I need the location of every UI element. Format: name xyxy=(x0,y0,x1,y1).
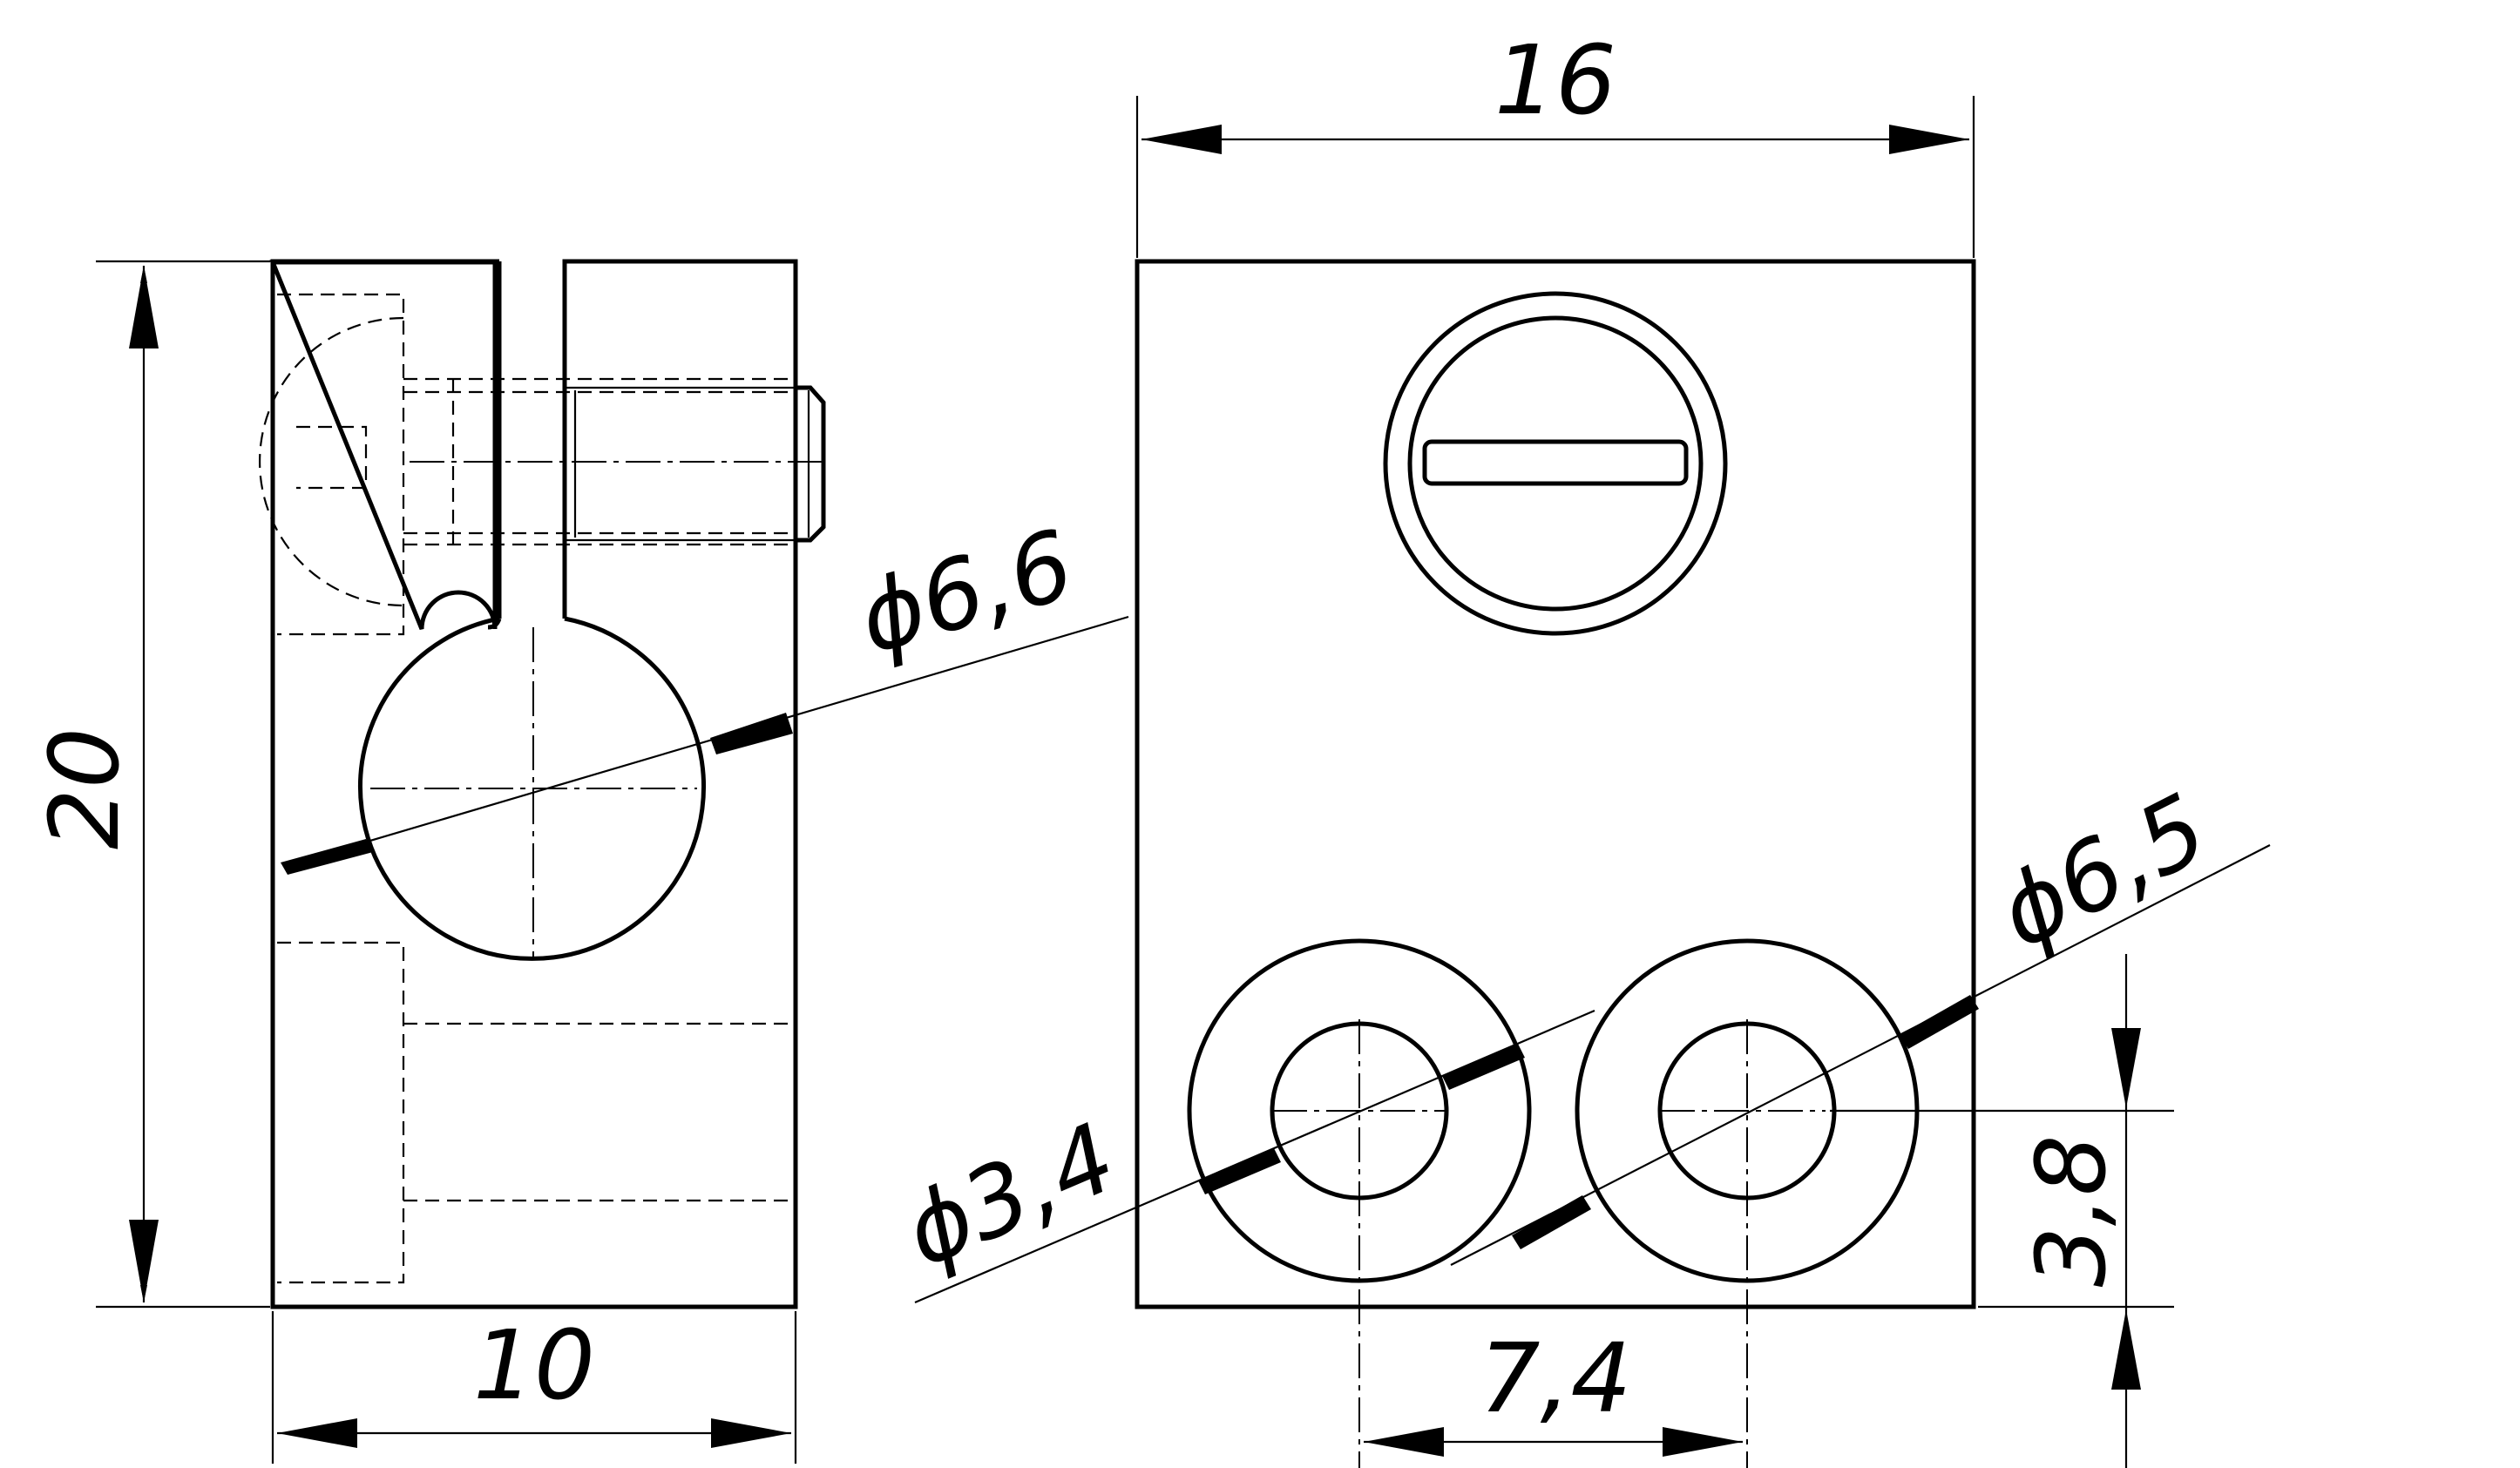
hidden-screw-head xyxy=(258,316,404,607)
spacing-arrow-left xyxy=(1364,1427,1444,1457)
clamp-bore xyxy=(358,616,706,961)
small-hole-arrow-left xyxy=(1198,1148,1281,1194)
counterbore-leader xyxy=(1450,844,2271,1266)
offset-arrow-top xyxy=(2111,1028,2141,1108)
screw-head-inner xyxy=(1407,315,1704,612)
height-arrow-top xyxy=(129,266,159,348)
bore-arrow-right xyxy=(710,713,793,754)
front-width-dimension-label: 16 xyxy=(1494,24,1616,136)
side-view-outline xyxy=(269,260,498,630)
side-view: 20 10 ϕ6,6 xyxy=(29,259,1129,1464)
bore-arrow-left xyxy=(281,839,373,875)
screw-head-slot xyxy=(1422,439,1689,486)
slot-bottom-left xyxy=(487,618,502,630)
offset-dimension-label: 3,8 xyxy=(2015,1135,2127,1288)
front-view: 16 7,4 3,8 ϕ3,4 ϕ6,5 xyxy=(889,24,2271,1468)
hidden-counterbore xyxy=(277,941,405,1284)
offset-arrow-bottom xyxy=(2111,1309,2141,1390)
height-arrow-bottom xyxy=(129,1220,159,1302)
small-hole-arrow-right xyxy=(1442,1044,1525,1090)
front-view-outline xyxy=(1135,259,1976,1309)
hidden-screw-pocket xyxy=(277,293,405,636)
height-dimension-label: 20 xyxy=(29,727,140,849)
side-view-left-part xyxy=(270,259,798,1309)
width-arrow-left xyxy=(277,1418,357,1448)
front-width-arrow-left xyxy=(1141,125,1222,154)
screw-tip xyxy=(796,385,826,543)
bore-diameter-label: ϕ6,6 xyxy=(847,509,1085,675)
spacing-arrow-right xyxy=(1663,1427,1743,1457)
bore-leader xyxy=(287,615,1129,867)
front-width-arrow-right xyxy=(1889,125,1969,154)
width-dimension-label: 10 xyxy=(473,1309,595,1421)
screw-head-outer xyxy=(1383,291,1728,636)
counterbore-arrow-left xyxy=(1512,1195,1591,1249)
spacing-dimension-label: 7,4 xyxy=(1480,1323,1632,1434)
hidden-screw-slot xyxy=(296,425,368,490)
width-arrow-right xyxy=(711,1418,791,1448)
counterbore-diameter-label: ϕ6,5 xyxy=(1981,773,2225,970)
small-hole-diameter-label: ϕ3,4 xyxy=(889,1101,1131,1289)
counterbore-arrow-right xyxy=(1900,995,1979,1049)
